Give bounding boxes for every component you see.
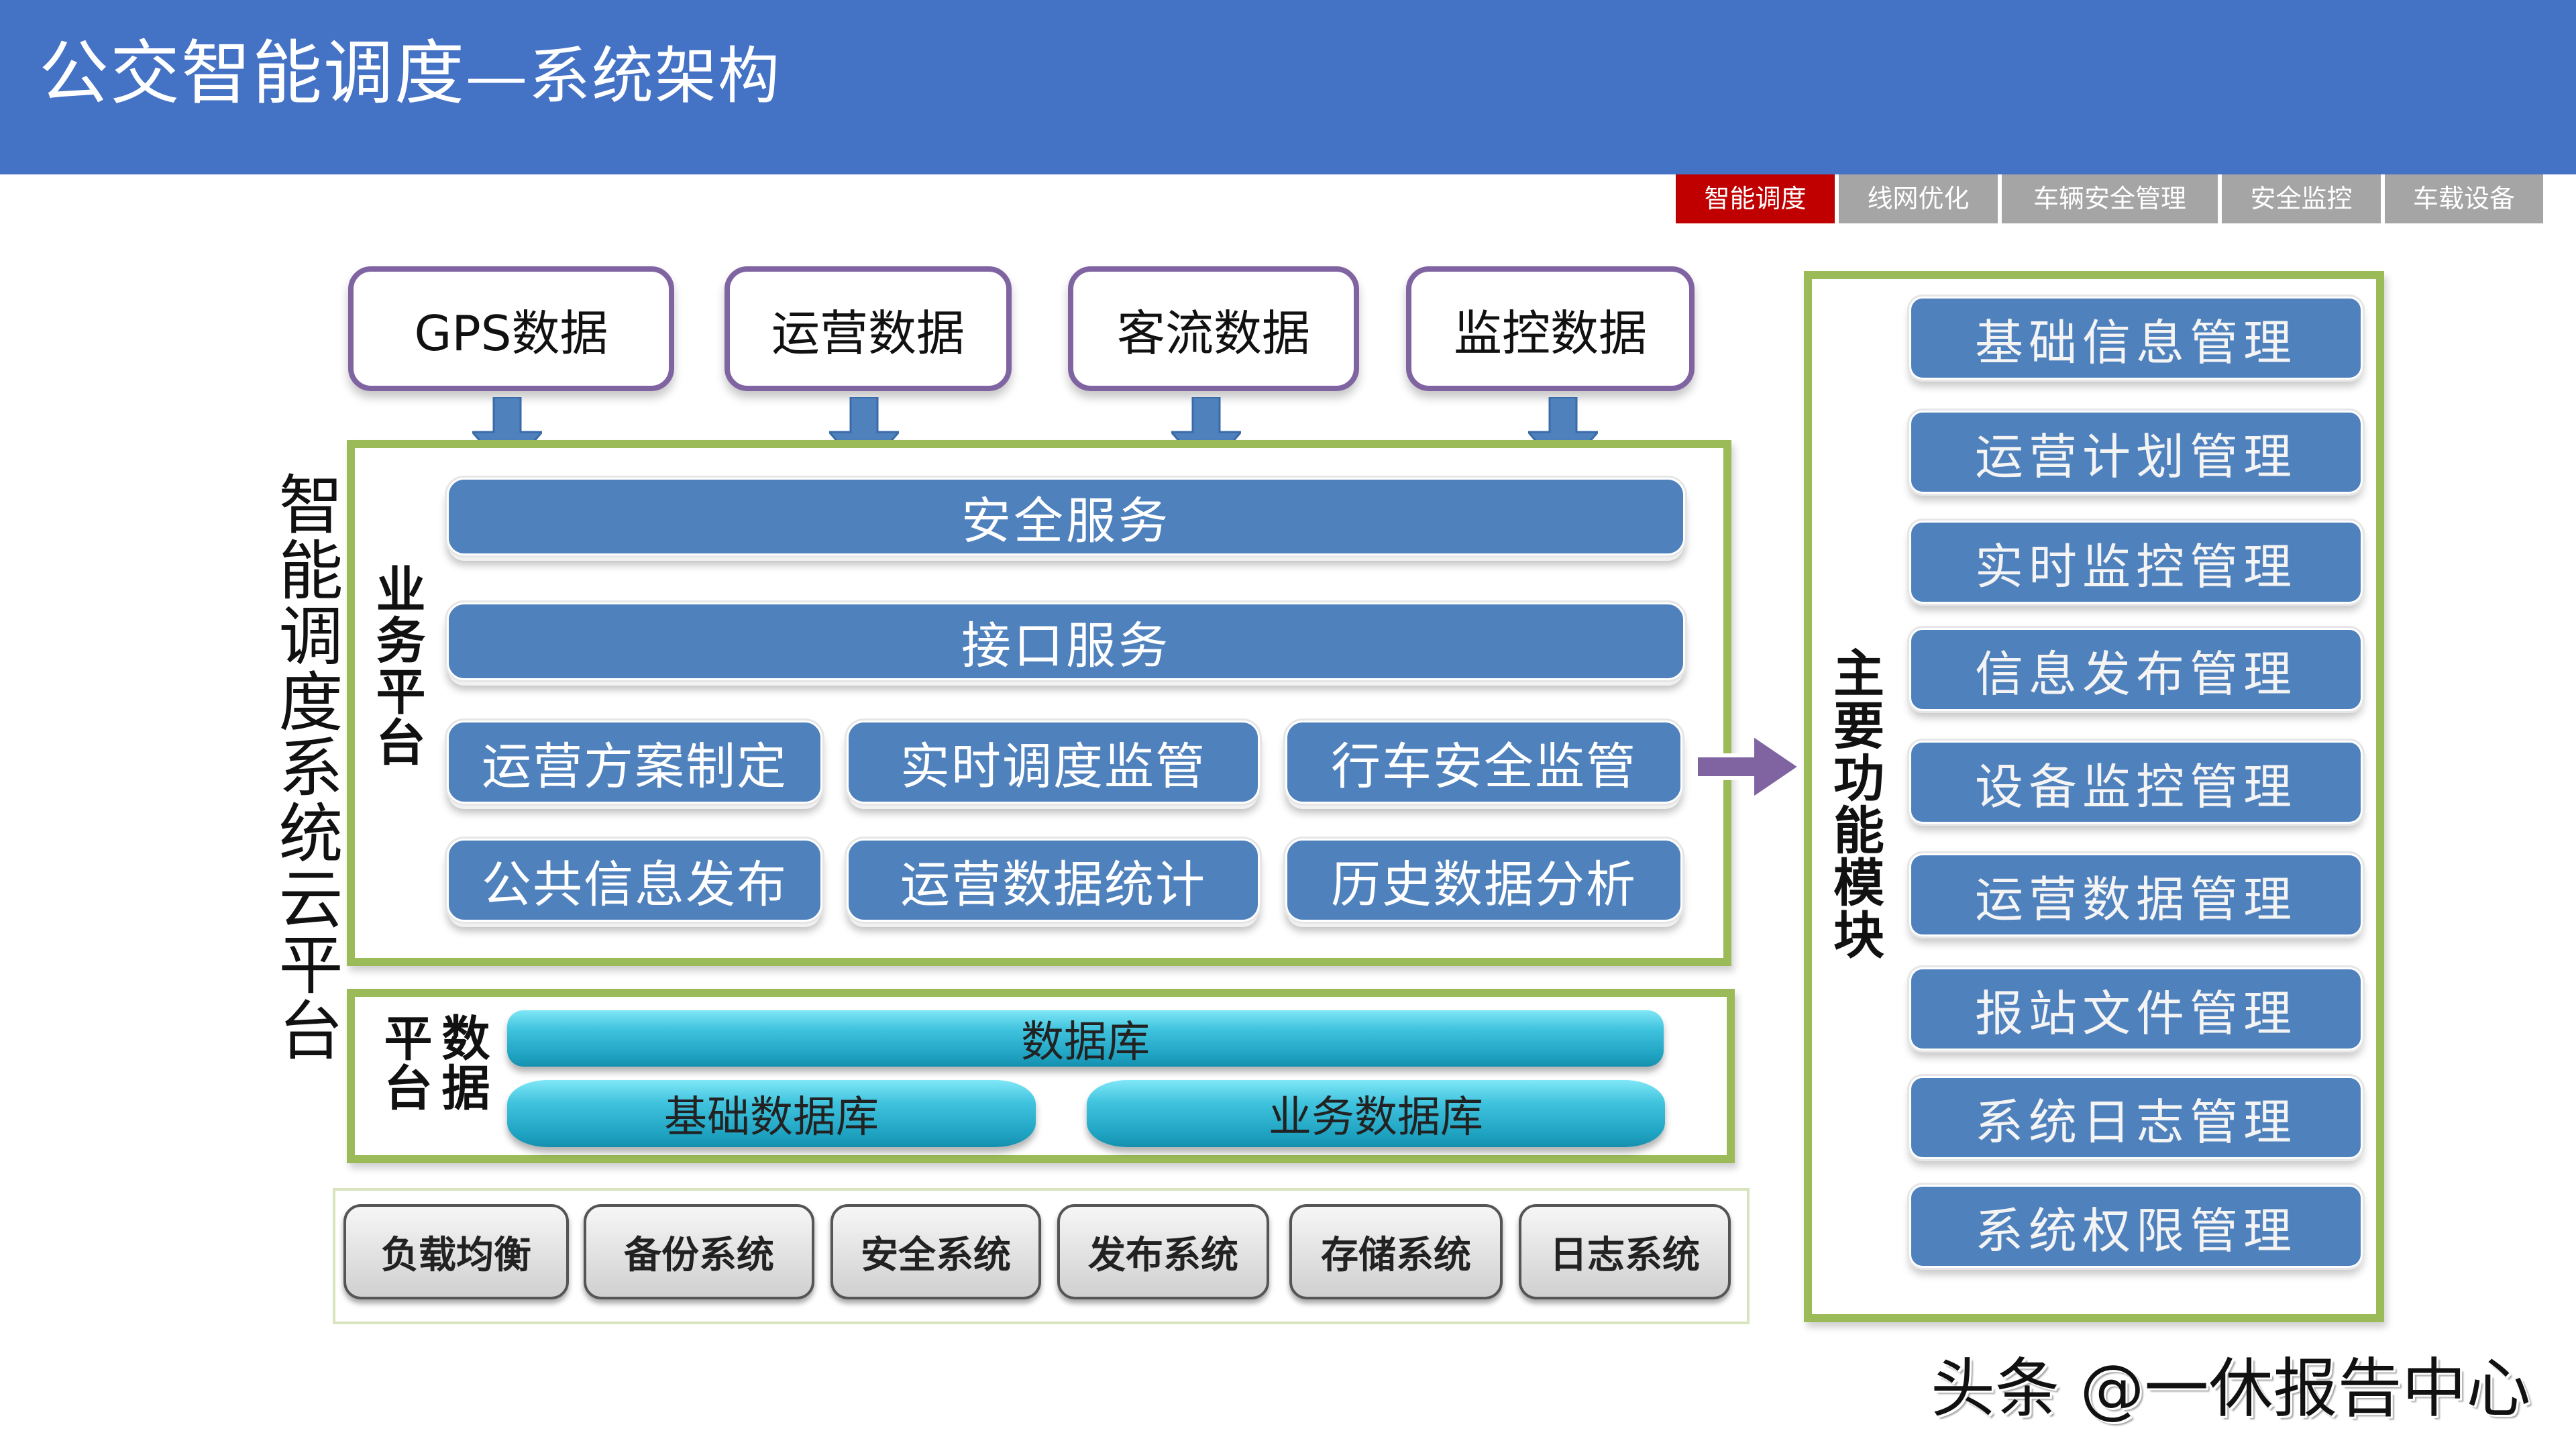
module-system-permissions: 系统权限管理	[1907, 1183, 2365, 1270]
function-public-info: 公共信息发布	[445, 837, 824, 924]
data-platform-label-col2: 数据	[433, 1013, 490, 1112]
infrastructure-frame	[333, 1188, 1750, 1324]
tab-network-optimization[interactable]: 线网优化	[1839, 174, 1998, 223]
module-device-monitoring: 设备监控管理	[1907, 739, 2365, 826]
section-tabs: 智能调度 线网优化 车辆安全管理 安全监控 车载设备	[1676, 174, 2543, 223]
function-operation-plan: 运营方案制定	[445, 718, 824, 806]
module-info-publishing: 信息发布管理	[1907, 626, 2365, 713]
module-operation-data: 运营数据管理	[1907, 851, 2365, 938]
infra-security-system: 安全系统	[830, 1204, 1041, 1299]
function-driving-safety: 行车安全监管	[1283, 718, 1684, 806]
function-history-analysis: 历史数据分析	[1283, 837, 1684, 924]
infra-storage-system: 存储系统	[1289, 1204, 1503, 1299]
service-interface: 接口服务	[445, 600, 1687, 682]
database-main: 数据库	[507, 1010, 1664, 1067]
infra-backup-system: 备份系统	[584, 1204, 814, 1299]
tab-intelligent-dispatch[interactable]: 智能调度	[1676, 174, 1835, 223]
source-monitoring-data: 监控数据	[1406, 266, 1695, 391]
function-realtime-dispatch: 实时调度监管	[845, 718, 1262, 806]
header-banner: 公交智能调度—系统架构	[0, 0, 2576, 174]
service-security: 安全服务	[445, 476, 1687, 557]
data-platform-label-col1: 平台	[376, 1013, 432, 1112]
tab-vehicle-safety[interactable]: 车辆安全管理	[2002, 174, 2218, 223]
module-station-files: 报站文件管理	[1907, 965, 2365, 1053]
infra-load-balancing: 负载均衡	[343, 1204, 569, 1299]
main-modules-label: 主要功能模块	[1825, 647, 1884, 961]
title-sub: —系统架构	[466, 40, 782, 112]
module-operation-plan: 运营计划管理	[1907, 409, 2365, 496]
source-label: GPS数据	[414, 305, 608, 362]
module-realtime-monitoring: 实时监控管理	[1907, 519, 2365, 606]
title-main: 公交智能调度	[39, 32, 466, 114]
business-platform-label: 业务平台	[368, 564, 425, 767]
database-basic: 基础数据库	[507, 1080, 1036, 1147]
source-passenger-flow-data: 客流数据	[1068, 266, 1359, 391]
arrow-right-icon	[1696, 730, 1803, 804]
source-label: 运营数据	[771, 305, 965, 362]
module-system-log: 系统日志管理	[1907, 1074, 2365, 1161]
tab-onboard-equipment[interactable]: 车载设备	[2385, 174, 2543, 223]
source-label: 客流数据	[1116, 305, 1310, 362]
module-basic-info: 基础信息管理	[1907, 294, 2365, 382]
page-title: 公交智能调度—系统架构	[39, 30, 781, 120]
source-label: 监控数据	[1453, 305, 1647, 362]
database-business: 业务数据库	[1087, 1080, 1665, 1147]
source-gps-data: GPS数据	[348, 266, 674, 391]
watermark-text: 头条 @一休报告中心	[1931, 1351, 2531, 1426]
tab-safety-monitoring[interactable]: 安全监控	[2222, 174, 2381, 223]
source-operation-data: 运营数据	[724, 266, 1012, 391]
function-operation-stats: 运营数据统计	[845, 837, 1262, 924]
infra-publishing-system: 发布系统	[1057, 1204, 1269, 1299]
infra-log-system: 日志系统	[1519, 1204, 1731, 1299]
cloud-platform-label: 智能调度系统云平台	[268, 471, 343, 1063]
